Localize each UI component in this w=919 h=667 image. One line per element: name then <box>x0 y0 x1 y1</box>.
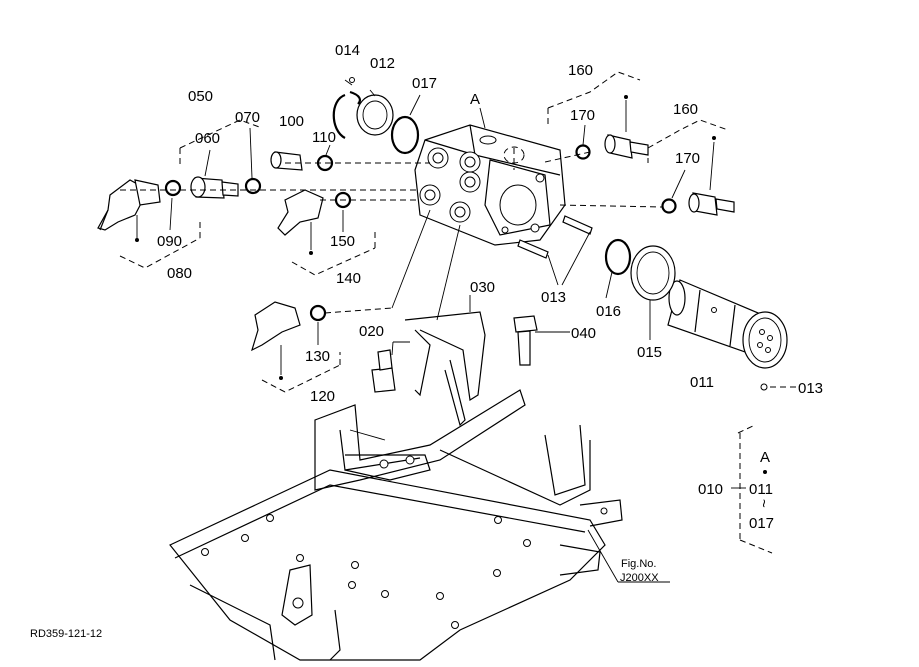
oring-016 <box>604 238 632 276</box>
label-013-end: 013 <box>798 380 823 397</box>
part-labels: 014 012 017 A 050 060 070 100 110 160 17… <box>157 42 823 405</box>
label-014: 014 <box>335 42 360 59</box>
label-030: 030 <box>470 279 495 296</box>
label-013-pins: 013 <box>541 289 566 306</box>
elbow-fitting-080 <box>97 179 161 242</box>
fig-ref-line1: Fig.No. <box>621 558 656 570</box>
seal-012 <box>356 94 394 136</box>
label-100: 100 <box>279 113 304 130</box>
legend-range-ref: 010 <box>698 481 723 498</box>
figure-reference: Fig.No. J200XX <box>620 558 659 584</box>
legend-range-end: 017 <box>749 515 774 532</box>
label-160-top: 160 <box>568 62 593 79</box>
oring-017 <box>390 115 420 155</box>
fig-ref-line2: J200XX <box>620 572 659 584</box>
label-015: 015 <box>637 344 662 361</box>
leader-lines <box>120 79 798 583</box>
bolt-020 <box>371 349 396 393</box>
label-140: 140 <box>336 270 361 287</box>
legend-range-start: 011 <box>749 481 773 498</box>
fitting-160-right <box>688 136 735 216</box>
label-170-top: 170 <box>570 107 595 124</box>
elbow-fitting-120 <box>251 301 301 380</box>
label-170-right: 170 <box>675 150 700 167</box>
elbow-fitting-140 <box>277 189 324 255</box>
label-060: 060 <box>195 130 220 147</box>
document-code: RD359-121-12 <box>30 628 102 640</box>
label-017: 017 <box>412 75 437 92</box>
label-110: 110 <box>312 129 336 146</box>
label-011: 011 <box>690 374 714 391</box>
label-040: 040 <box>571 325 596 342</box>
label-020: 020 <box>359 323 384 340</box>
label-150: 150 <box>330 233 355 250</box>
range-legend: A 010 011 ~ 017 <box>698 449 774 532</box>
label-090: 090 <box>157 233 182 250</box>
union-060 <box>190 176 239 199</box>
oring-170-top <box>575 144 591 160</box>
group-brackets <box>119 71 773 554</box>
snap-ring-014 <box>332 77 361 139</box>
pin-013 <box>517 215 768 391</box>
label-080: 080 <box>167 265 192 282</box>
label-120: 120 <box>310 388 335 405</box>
oring-130 <box>309 304 327 322</box>
plug-100 <box>270 151 303 171</box>
label-016: 016 <box>596 303 621 320</box>
legend-letter: A <box>760 449 770 466</box>
bracket-030 <box>314 311 591 506</box>
oring-070 <box>244 177 262 195</box>
valve-body <box>414 124 566 246</box>
base-frame <box>169 469 623 661</box>
label-050: 050 <box>188 88 213 105</box>
label-070: 070 <box>235 109 260 126</box>
oring-090 <box>164 179 182 197</box>
piston-015 <box>630 245 676 301</box>
cylinder-011 <box>667 279 788 369</box>
label-A: A <box>470 91 480 108</box>
label-130: 130 <box>305 348 330 365</box>
oring-170-right <box>661 198 677 214</box>
label-160-right: 160 <box>673 101 698 118</box>
label-012: 012 <box>370 55 395 72</box>
legend-range-tilde: ~ <box>755 499 772 508</box>
fitting-160-top <box>604 95 649 159</box>
bolt-040 <box>513 315 538 366</box>
